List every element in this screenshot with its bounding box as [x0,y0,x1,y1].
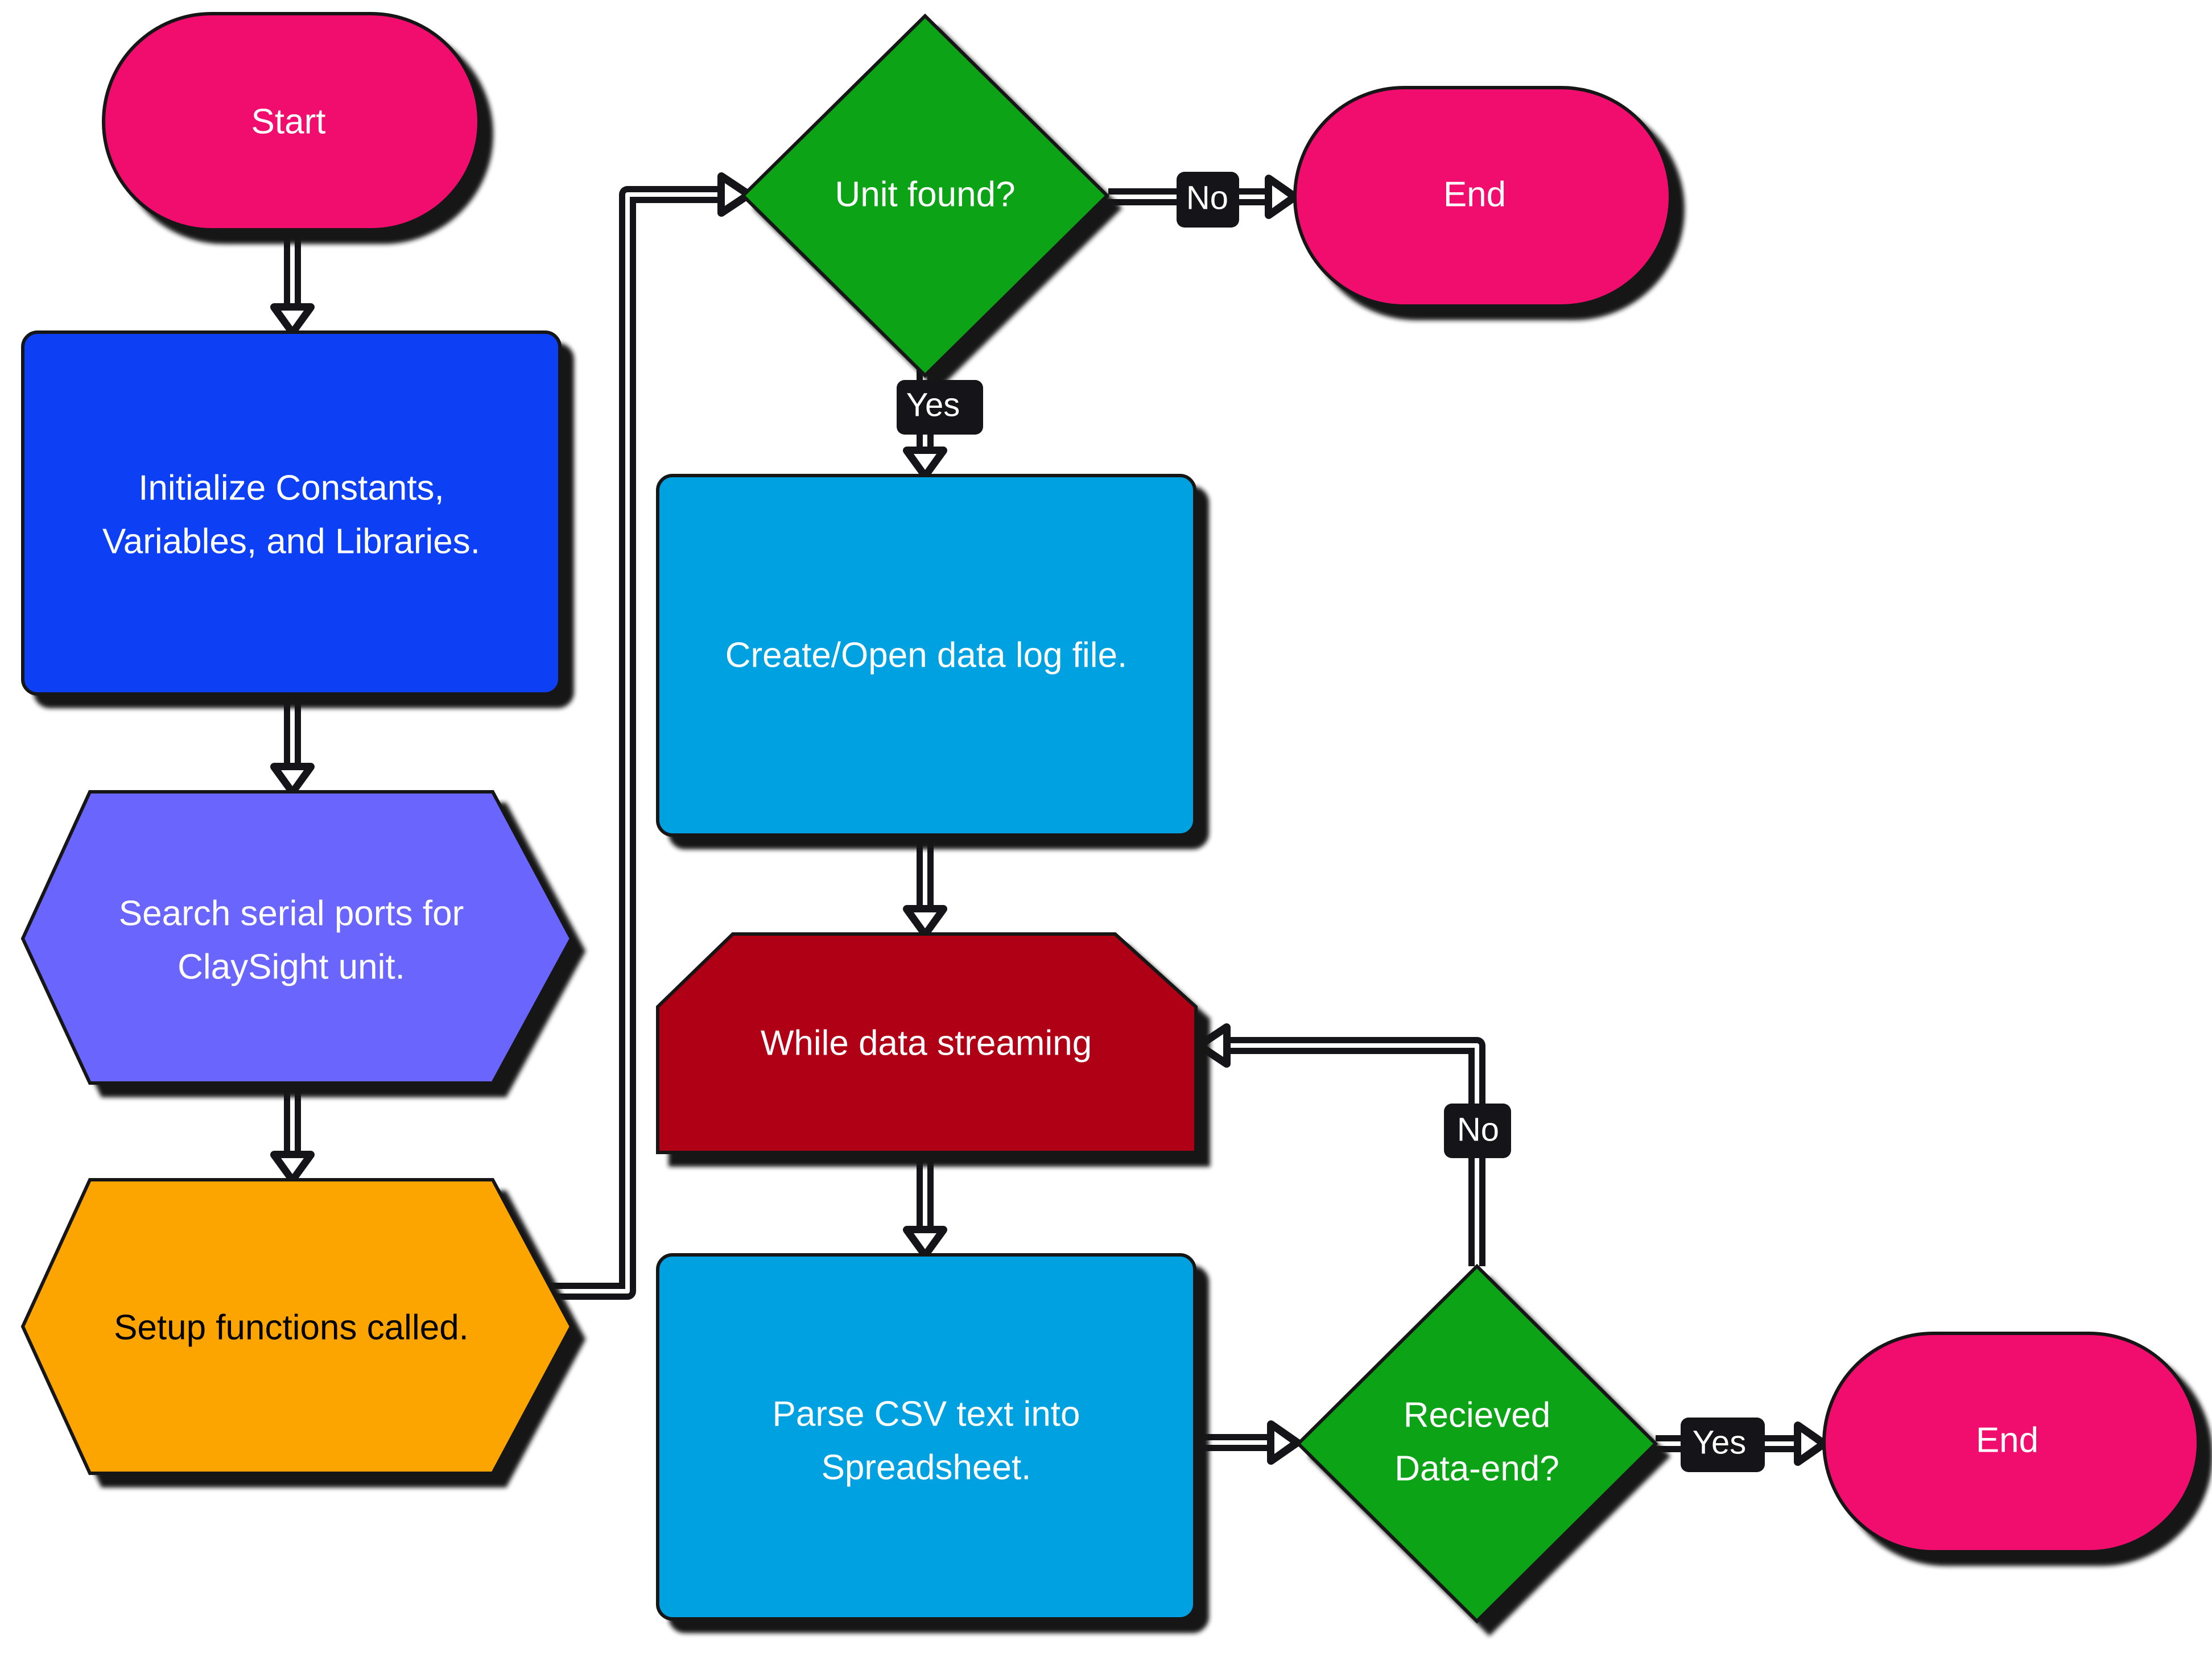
arrow-search-to-setup [270,1084,315,1184]
edge-labels: No Yes No Yes [897,172,1765,1472]
end-top-label: End [1443,175,1506,214]
search-label-line-2: ClaySight unit. [178,948,405,987]
create-log-label: Create/Open data log file. [725,636,1128,675]
setup-preparation[interactable]: Setup functions called. [20,1178,573,1475]
create-log-process[interactable]: Create/Open data log file. [656,474,1196,837]
arrow-parse-to-received [1200,1420,1301,1465]
received-label-line-2: Data-end? [1394,1449,1559,1489]
parse-csv-label-line-2: Spreadsheet. [822,1448,1031,1487]
arrow-while-to-parse [903,1155,947,1259]
edge-label-data-end-no-text: No [1457,1111,1499,1148]
edge-label-unit-no-text: No [1186,180,1228,217]
received-data-end-decision[interactable]: Recieved Data-end? [1295,1263,1658,1624]
start-label: Start [251,102,326,142]
end-bottom-label: End [1976,1421,2038,1460]
nodes: Start Initialize Constants, Variables, a… [20,12,2200,1624]
while-streaming-loop[interactable]: While data streaming [656,932,1198,1154]
arrow-create-to-while [903,836,947,938]
unit-found-label: Unit found? [835,175,1015,214]
setup-label: Setup functions called. [114,1308,469,1348]
edge-label-data-end-yes: Yes [1681,1418,1765,1472]
initialize-label-line-1: Initialize Constants, [138,469,444,508]
arrow-received-no-to-while [1195,1023,1485,1266]
parse-csv-label-line-1: Parse CSV text into [772,1395,1080,1434]
edge-label-unit-no: No [1177,172,1239,228]
edge-label-unit-yes-text: Yes [906,387,960,424]
start-terminator[interactable]: Start [102,12,481,232]
initialize-label-line-2: Variables, and Libraries. [102,522,480,561]
search-label-line-1: Search serial ports for [119,894,464,933]
unit-found-decision[interactable]: Unit found? [740,13,1110,378]
initialize-process[interactable]: Initialize Constants, Variables, and Lib… [21,330,562,696]
edge-label-data-end-yes-text: Yes [1693,1424,1747,1461]
received-label-line-1: Recieved [1404,1396,1550,1435]
while-streaming-label: While data streaming [761,1024,1092,1063]
arrow-start-to-init [270,234,315,336]
end-top-terminator[interactable]: End [1293,86,1672,308]
edge-label-data-end-no: No [1444,1104,1511,1158]
parse-csv-process[interactable]: Parse CSV text into Spreadsheet. [656,1253,1196,1621]
arrow-init-to-search [270,695,315,796]
search-preparation[interactable]: Search serial ports for ClaySight unit. [20,790,573,1085]
end-bottom-terminator[interactable]: End [1822,1332,2200,1553]
arrow-setup-to-unit-found [545,172,753,1300]
edge-label-unit-yes: Yes [897,380,983,435]
